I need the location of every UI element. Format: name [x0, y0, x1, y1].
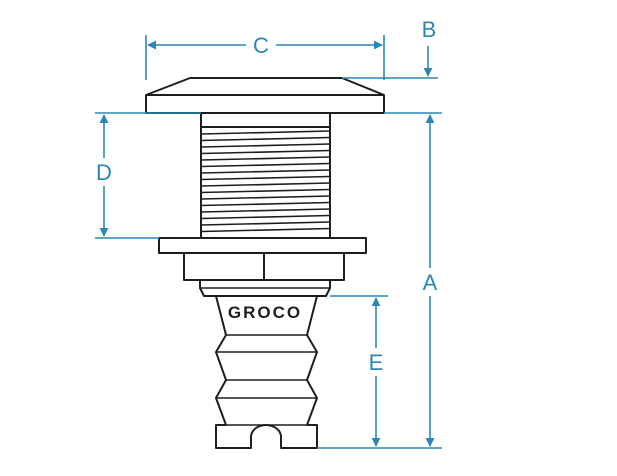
thread-line [200, 221, 331, 226]
dimension-label-e: E [369, 350, 384, 375]
thread-line [200, 214, 331, 220]
thread-line [200, 195, 331, 200]
dimension-label-c: C [253, 33, 269, 58]
thread-line [200, 208, 331, 213]
thread-line [200, 175, 331, 181]
thread-line [200, 169, 331, 174]
thread-line [200, 182, 331, 187]
thread-line [200, 149, 331, 155]
dimension-label-a: A [423, 270, 438, 295]
dimension-label-b: B [422, 17, 437, 42]
thread-line [200, 162, 331, 168]
thread-line [200, 201, 331, 207]
nut-washer [158, 237, 367, 254]
thread-line [200, 143, 331, 148]
thread-line [200, 136, 331, 142]
thread-line [200, 227, 331, 233]
thread-line [200, 156, 331, 161]
thread-line [200, 188, 331, 194]
shank-threads [200, 130, 331, 233]
dimension-label-d: D [96, 160, 112, 185]
fitting-body [145, 77, 385, 449]
brand-logo-text: GROCO [228, 303, 302, 322]
thread-line [200, 130, 331, 135]
